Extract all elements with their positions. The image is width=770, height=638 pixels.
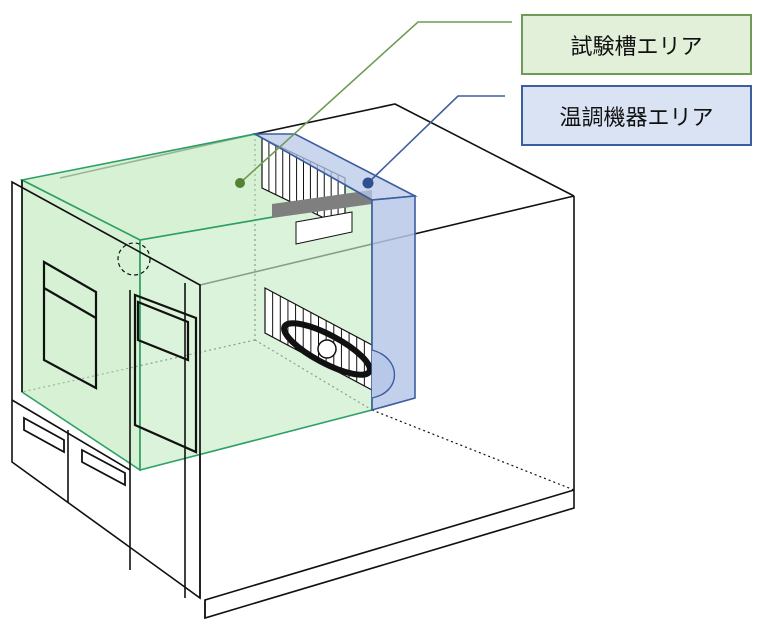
detail-marker-circle xyxy=(117,242,151,276)
temp-area-duct-curve xyxy=(371,349,396,399)
drawer-handles xyxy=(23,416,126,487)
left-drawer-handle xyxy=(23,416,65,454)
panel-window xyxy=(295,211,353,245)
door-window xyxy=(133,293,198,454)
leader-lines xyxy=(235,21,512,189)
machine-front xyxy=(11,180,201,600)
temperature-control-area-text: 温調機器エリア xyxy=(559,105,714,131)
base-line xyxy=(11,399,131,471)
left-window xyxy=(42,260,98,390)
fan-icon xyxy=(281,320,373,378)
door-window-inner xyxy=(136,300,190,362)
temperature-control-region xyxy=(251,133,418,412)
left-window-bar xyxy=(43,287,97,319)
right-drawer-handle xyxy=(81,448,126,487)
temperature-control-area-label: 温調機器エリア xyxy=(521,85,752,146)
test-chamber-area-label: 試験槽エリア xyxy=(521,14,752,75)
hidden-edge-floor-right xyxy=(371,409,575,491)
duct-bar xyxy=(272,190,372,218)
front-frame xyxy=(11,180,201,600)
leader-line-test-chamber xyxy=(239,21,512,184)
windows xyxy=(42,260,198,454)
dot-marker-icon xyxy=(362,177,374,189)
test-chamber-area-text: 試験槽エリア xyxy=(570,34,703,60)
dot-marker-icon xyxy=(235,178,245,188)
leader-line-temp-control xyxy=(367,95,505,184)
enclosure-base-right xyxy=(204,489,575,620)
